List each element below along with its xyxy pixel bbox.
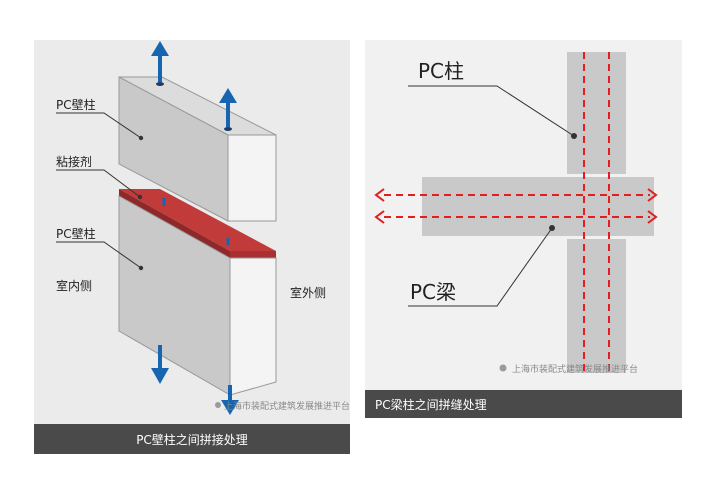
- leader-wall-bottom: [56, 241, 142, 269]
- leader-beam: [408, 227, 553, 307]
- arrow-up-1: [151, 41, 169, 86]
- leader-wall-top: [56, 112, 142, 139]
- dash-horizontal-2: [374, 210, 658, 224]
- adhesive-front: [119, 189, 230, 258]
- arrow-down-2: [221, 385, 239, 415]
- column-upper: [567, 52, 626, 174]
- label-outdoor-side: 室外侧: [290, 286, 327, 300]
- dash-horizontal-1: [374, 188, 658, 202]
- adhesive-side: [230, 251, 276, 258]
- label-adhesive: 粘接剂: [56, 155, 93, 169]
- column-lower: [567, 239, 626, 373]
- upper-block-side: [227, 134, 277, 222]
- caption-beam-column-joint: PC梁柱之间拼缝处理: [365, 390, 682, 418]
- watermark-icon-right: [499, 364, 507, 372]
- leader-column: [408, 85, 575, 137]
- label-pc-column: PC柱: [418, 59, 465, 83]
- label-pc-wall-top: PC壁柱: [56, 98, 96, 112]
- leader-adhesive: [56, 169, 141, 198]
- watermark-right: 上海市装配式建筑发展推进平台: [512, 365, 639, 375]
- arrow-down-1: [151, 345, 169, 384]
- caption-wall-joint: PC壁柱之间拼接处理: [34, 424, 350, 454]
- watermark-icon-left: [215, 402, 221, 408]
- label-pc-beam: PC梁: [410, 280, 457, 304]
- beam: [422, 177, 654, 236]
- label-pc-wall-bottom: PC壁柱: [56, 227, 96, 241]
- adhesive-top: [119, 189, 276, 251]
- label-indoor-side: 室内侧: [56, 279, 93, 293]
- lower-block-side: [229, 257, 277, 396]
- watermark-left: 上海市装配式建筑发展推进平台: [224, 402, 351, 412]
- arrow-up-2: [219, 88, 237, 131]
